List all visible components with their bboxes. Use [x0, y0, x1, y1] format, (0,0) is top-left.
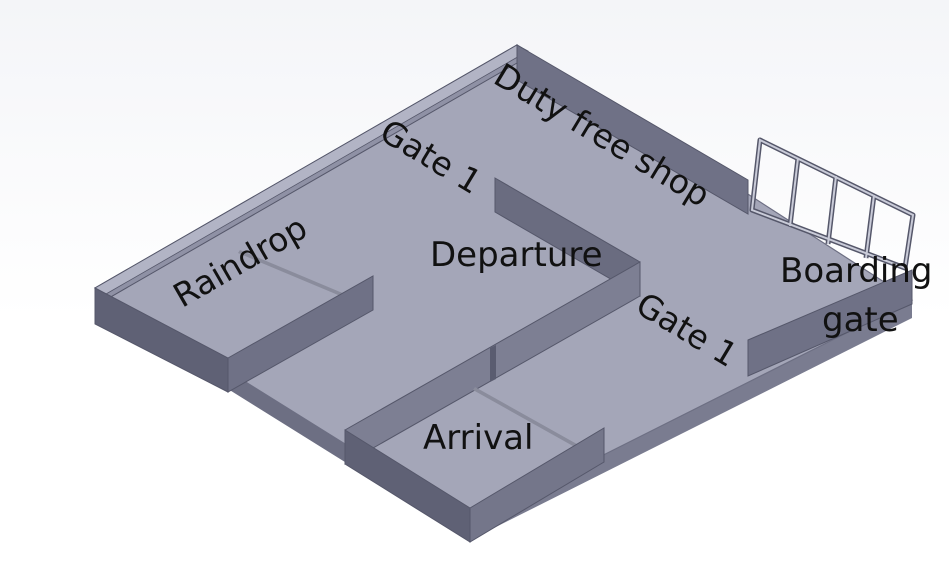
label-departure: Departure: [430, 235, 603, 275]
wall-center-joint: [490, 345, 496, 382]
wall-front-left: [94, 287, 229, 393]
label-boarding: Boarding: [780, 251, 933, 291]
arrival-divider-line: [473, 387, 600, 460]
wall-arrival-left: [344, 429, 471, 543]
wall-boarding-right: [747, 269, 913, 377]
raindrop-divider-line: [238, 250, 352, 300]
wall-back-right: [516, 44, 749, 215]
label-gate-word: gate: [822, 300, 899, 340]
floor-front-right-face: [470, 300, 912, 540]
label-arrival: Arrival: [423, 418, 534, 458]
